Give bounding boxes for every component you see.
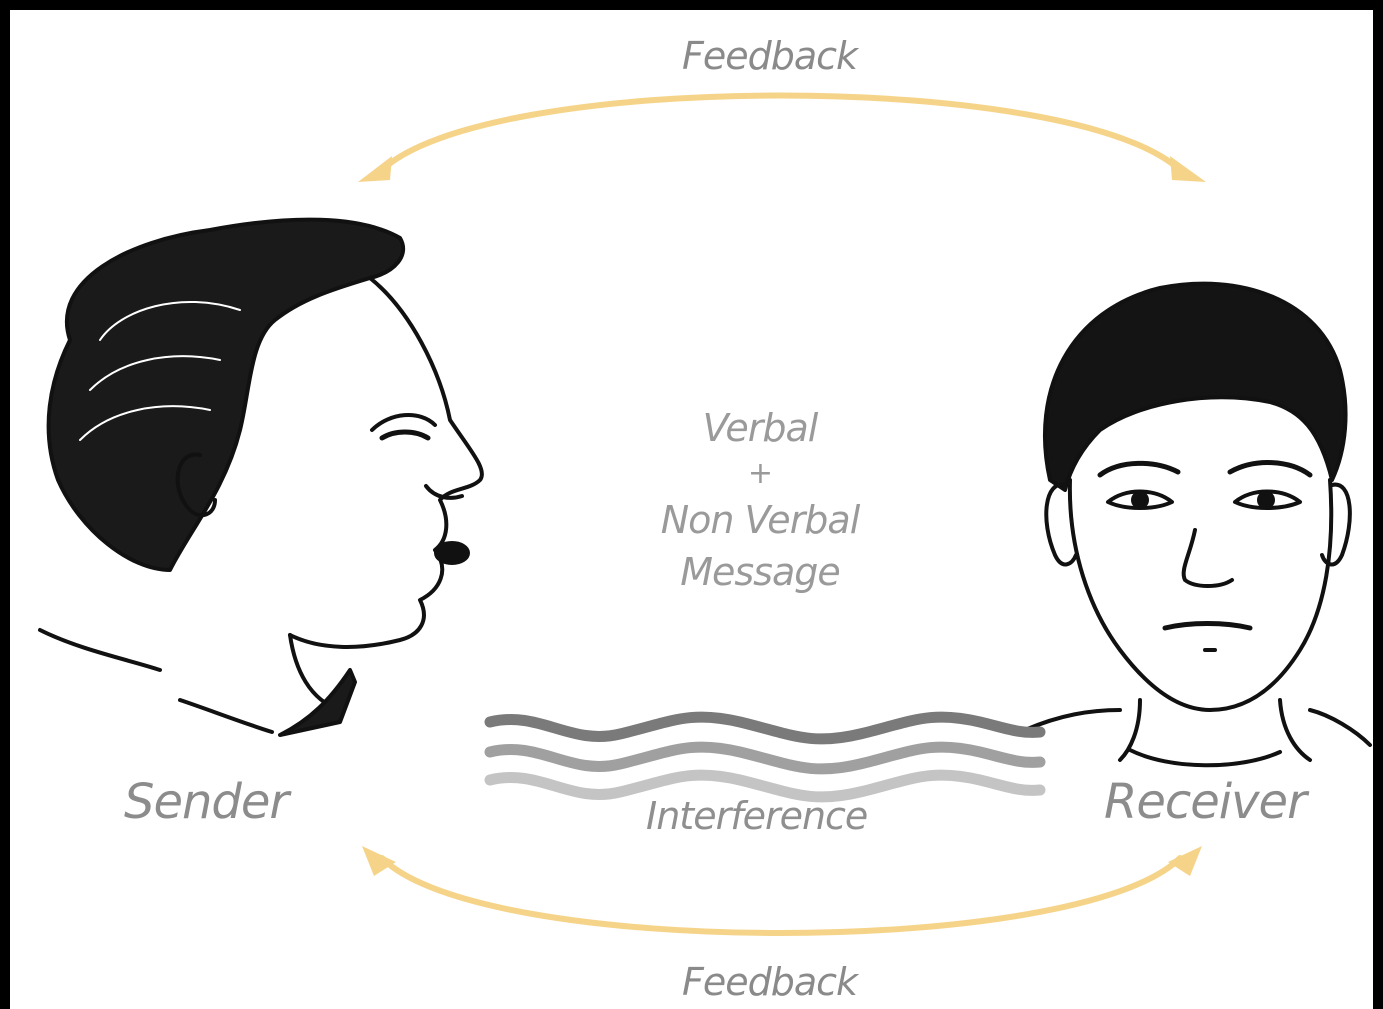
- message-line-verbal: Verbal: [702, 406, 819, 450]
- message-line-nonverbal: Non Verbal: [660, 498, 861, 542]
- sound-wave-bars-right-icon: [966, 471, 1040, 649]
- feedback-arrow-top: [358, 92, 1206, 182]
- sender-head-icon: [38, 217, 484, 737]
- feedback-arrow-bottom: [362, 846, 1202, 936]
- message-line-plus: +: [747, 456, 773, 491]
- message-line-message: Message: [680, 550, 841, 594]
- interference-waves-icon: [484, 711, 1046, 803]
- sound-wave-bars-left-icon: [492, 471, 566, 659]
- sender-label: Sender: [124, 774, 289, 830]
- message-label: Verbal + Non Verbal Message: [630, 402, 890, 598]
- feedback-label-top: Feedback: [682, 34, 858, 78]
- feedback-label-bottom: Feedback: [682, 960, 858, 1004]
- communication-diagram: [38, 92, 1372, 936]
- receiver-label: Receiver: [1104, 774, 1307, 830]
- receiver-head-icon: [1023, 281, 1372, 768]
- interference-label: Interference: [646, 794, 868, 838]
- diagram-canvas: Feedback Verbal + Non Verbal Message Sen…: [10, 10, 1373, 1009]
